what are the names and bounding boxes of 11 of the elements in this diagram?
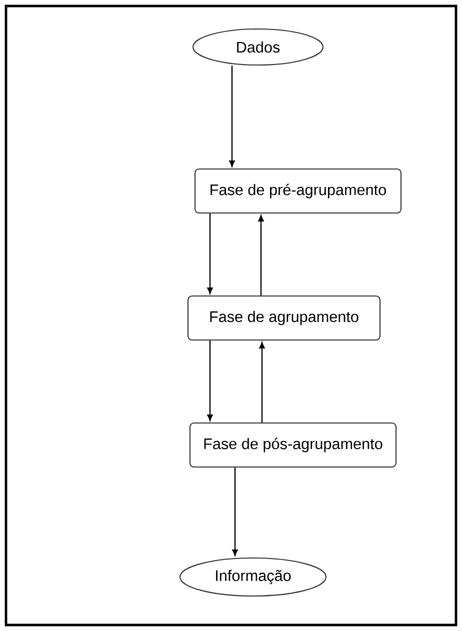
arrow xyxy=(232,468,238,556)
arrow xyxy=(207,340,213,421)
arrow xyxy=(229,66,235,167)
ellipse-node: Dados xyxy=(192,28,324,66)
process-box: Fase de pós-agrupamento xyxy=(189,422,397,468)
arrow xyxy=(207,214,213,294)
process-box: Fase de pré-agrupamento xyxy=(194,168,402,214)
arrow xyxy=(259,342,265,422)
arrow xyxy=(258,215,264,296)
process-box: Fase de agrupamento xyxy=(187,295,381,341)
ellipse-node: Informação xyxy=(179,557,327,597)
